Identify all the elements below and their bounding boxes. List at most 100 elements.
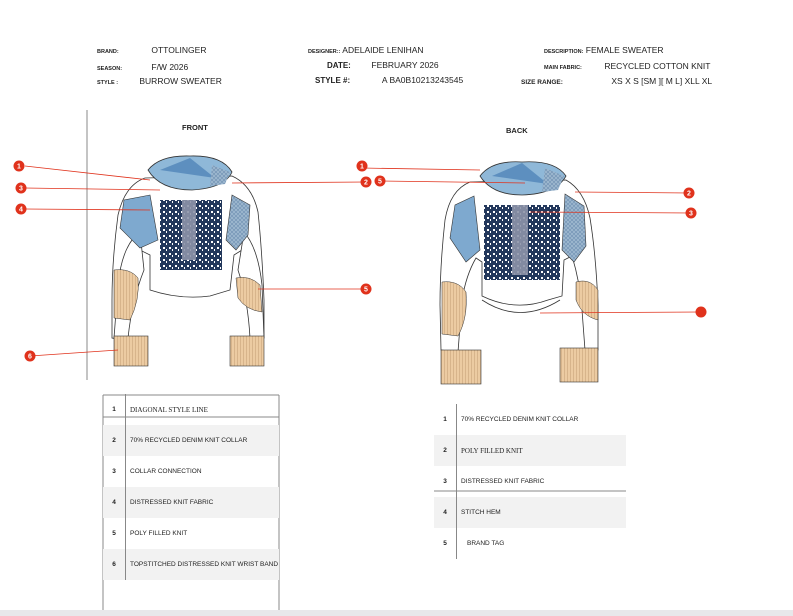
season-value: F/W 2026 bbox=[151, 62, 189, 72]
front-right-cuff bbox=[229, 335, 265, 367]
description-label: DESCRIPTION: bbox=[544, 49, 584, 55]
table-row: 3 DISTRESSED KNIT FABRIC bbox=[434, 466, 626, 497]
front-legend-table: 1 DIAGONAL STYLE LINE 2 70% RECYCLED DEN… bbox=[103, 394, 279, 580]
back-left-shoulder-panel bbox=[449, 195, 481, 263]
table-row: 5 POLY FILLED KNIT bbox=[103, 518, 279, 549]
back-left-elbow-patch bbox=[441, 281, 467, 337]
back-leader-2 bbox=[574, 191, 690, 194]
legend-number: 3 bbox=[103, 456, 126, 487]
front-center-placket bbox=[182, 200, 196, 260]
front-marker-6 bbox=[24, 350, 36, 362]
legend-text: DIAGONAL STYLE LINE bbox=[130, 405, 208, 414]
style-number-row: STYLE #: A BA0B10213243545 bbox=[315, 75, 463, 85]
back-collar-knit bbox=[542, 168, 564, 192]
style-value: BURROW SWEATER bbox=[139, 76, 222, 86]
front-left-elbow-patch bbox=[113, 269, 139, 321]
table-row: 4 DISTRESSED KNIT FABRIC bbox=[103, 487, 279, 518]
legend-text: DISTRESSED KNIT FABRIC bbox=[461, 478, 545, 485]
front-leader-1 bbox=[24, 165, 151, 181]
legend-number: 1 bbox=[434, 404, 457, 435]
style-number-label: STYLE #: bbox=[315, 76, 351, 85]
back-left-cuff bbox=[440, 349, 482, 385]
front-collar-knit bbox=[210, 165, 230, 186]
table-row: 2 70% RECYCLED DENIM KNIT COLLAR bbox=[103, 425, 279, 456]
size-row: SIZE RANGE: XS X S [SM ][ M L] XLL XL bbox=[521, 76, 712, 86]
front-marker-5-text: 5 bbox=[364, 287, 368, 294]
back-stitch-hem bbox=[481, 299, 561, 313]
back-leader-1 bbox=[361, 167, 481, 171]
front-right-elbow-patch bbox=[235, 277, 263, 313]
front-collar-diagonal bbox=[160, 158, 215, 178]
front-leader-4 bbox=[24, 208, 151, 211]
legend-number: 4 bbox=[434, 497, 457, 528]
callout-leaders bbox=[24, 165, 701, 357]
legend-number: 3 bbox=[434, 466, 457, 497]
table-row: 2 POLY FILLED KNIT bbox=[434, 435, 626, 466]
brand-label: BRAND: bbox=[97, 49, 119, 55]
back-marker-5 bbox=[374, 175, 386, 187]
legend-text: BRAND TAG bbox=[467, 540, 505, 547]
legend-number: 2 bbox=[434, 435, 457, 466]
back-right-elbow-patch bbox=[575, 280, 599, 321]
front-left-cuff bbox=[113, 335, 149, 367]
back-marker-3-text: 3 bbox=[689, 211, 693, 218]
brand-row: BRAND: OTTOLINGER bbox=[97, 45, 206, 55]
legend-text: 70% RECYCLED DENIM KNIT COLLAR bbox=[125, 425, 279, 456]
page-bottom-bar bbox=[0, 610, 793, 616]
legend-number: 5 bbox=[103, 518, 126, 549]
callout-markers: 1 3 4 6 2 5 1 5 2 3 bbox=[13, 160, 707, 362]
legend-text: POLY FILLED KNIT bbox=[456, 435, 626, 466]
fabric-row: MAIN FABRIC: RECYCLED COTTON KNIT bbox=[544, 61, 710, 71]
table-row: 5 BRAND TAG bbox=[434, 528, 626, 559]
style-number-value: A BA0B10213243545 bbox=[381, 75, 464, 85]
front-marker-1-text: 1 bbox=[17, 164, 21, 171]
back-leader-3 bbox=[529, 211, 692, 214]
legend-text: STITCH HEM bbox=[456, 497, 626, 528]
description-row: DESCRIPTION: FEMALE SWEATER bbox=[544, 45, 664, 55]
date-label: DATE: bbox=[327, 61, 351, 70]
back-marker-3 bbox=[685, 207, 697, 219]
front-left-shoulder-panel bbox=[119, 194, 159, 249]
back-view-title: BACK bbox=[506, 126, 528, 135]
fabric-value: RECYCLED COTTON KNIT bbox=[604, 61, 711, 71]
front-leader-6 bbox=[29, 349, 119, 357]
back-marker-2 bbox=[683, 187, 695, 199]
designer-value: ADELAIDE LENIHAN bbox=[342, 45, 424, 55]
back-right-cuff bbox=[559, 347, 599, 383]
table-row: 1 70% RECYCLED DENIM KNIT COLLAR bbox=[434, 404, 626, 435]
table-row: 6 TOPSTITCHED DISTRESSED KNIT WRIST BAND bbox=[103, 549, 279, 580]
legend-text: DISTRESSED KNIT FABRIC bbox=[125, 487, 279, 518]
fabric-label: MAIN FABRIC: bbox=[544, 65, 582, 71]
brand-value: OTTOLINGER bbox=[151, 45, 207, 55]
back-marker-5-text: 5 bbox=[378, 179, 382, 186]
legend-text: COLLAR CONNECTION bbox=[130, 468, 202, 475]
front-marker-4-text: 4 bbox=[19, 207, 23, 214]
front-marker-1 bbox=[13, 160, 25, 172]
legend-number: 4 bbox=[103, 487, 126, 518]
back-marker-1 bbox=[356, 160, 368, 172]
front-marker-4 bbox=[15, 203, 27, 215]
legend-number: 5 bbox=[434, 528, 457, 559]
back-right-shoulder-panel bbox=[561, 193, 587, 263]
back-leader-5 bbox=[379, 180, 526, 184]
legend-number: 1 bbox=[103, 394, 126, 425]
front-marker-5 bbox=[360, 283, 372, 295]
front-right-shoulder-panel bbox=[225, 194, 251, 251]
legend-number: 6 bbox=[103, 549, 126, 580]
front-view-title: FRONT bbox=[182, 123, 208, 132]
front-marker-3 bbox=[15, 182, 27, 194]
season-label: SEASON: bbox=[97, 66, 123, 72]
date-row: DATE: FEBRUARY 2026 bbox=[327, 60, 439, 70]
front-leader-2 bbox=[231, 181, 367, 184]
back-marker-1-text: 1 bbox=[360, 164, 364, 171]
back-marker-2-text: 2 bbox=[687, 191, 691, 198]
description-value: FEMALE SWEATER bbox=[585, 45, 664, 55]
designer-row: DESIGNER:: ADELAIDE LENIHAN bbox=[308, 45, 424, 55]
table-row: 1 DIAGONAL STYLE LINE bbox=[103, 394, 279, 425]
legend-text: 70% RECYCLED DENIM KNIT COLLAR bbox=[461, 416, 579, 423]
size-label: SIZE RANGE: bbox=[521, 79, 563, 86]
front-marker-2-text: 2 bbox=[364, 180, 368, 187]
back-collar-diagonal bbox=[492, 163, 548, 184]
legend-text: POLY FILLED KNIT bbox=[130, 530, 188, 537]
